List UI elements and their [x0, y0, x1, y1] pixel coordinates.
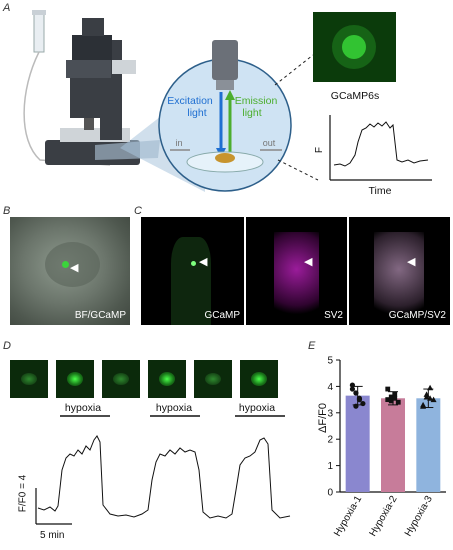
calcium-trace [37, 435, 291, 519]
f-axis-label: F [314, 147, 325, 153]
y-tick-label: 2 [327, 435, 333, 446]
fluorescence-trace [333, 121, 429, 167]
cell-cluster [45, 242, 100, 287]
gcamp-channel-image: ◀ GCaMP [141, 217, 244, 325]
y-tick-label: 3 [327, 408, 333, 419]
bf-gcamp-label: BF/GCaMP [74, 310, 126, 321]
frame-2 [56, 360, 94, 398]
frame-1 [10, 360, 48, 398]
bar-2 [381, 398, 405, 492]
data-point [427, 384, 434, 391]
panel-label-c: C [134, 205, 142, 217]
data-point [353, 390, 359, 396]
x-tick-label-1: Hypoxia-1 [332, 494, 364, 539]
excitation-label-2: light [187, 107, 206, 119]
data-point [388, 394, 394, 400]
arrowhead-icon: ◀ [199, 256, 208, 268]
frame-6 [240, 360, 278, 398]
panel-label-a: A [3, 2, 11, 14]
data-point [392, 391, 398, 397]
excitation-label-1: Excitation [167, 95, 213, 107]
objective-lens [212, 40, 238, 80]
y-tick-label: 4 [327, 382, 333, 393]
data-point [385, 397, 391, 402]
gcamp6s-label: GCaMP6s [331, 90, 379, 102]
x-tick-label-2: Hypoxia-2 [368, 494, 400, 539]
data-point [427, 395, 434, 401]
emission-label-1: Emission [235, 95, 278, 107]
arrowhead-icon: ◀ [304, 256, 313, 268]
scale-x-label: 5 min [40, 530, 65, 541]
y-tick-label: 5 [327, 356, 333, 367]
syringe [33, 13, 45, 53]
y-tick-label: 1 [327, 461, 333, 472]
merge-label: GCaMP/SV2 [388, 310, 446, 321]
data-point [392, 395, 398, 401]
panel-label-e: E [308, 340, 316, 352]
data-point [349, 382, 356, 388]
y-tick-label: 0 [327, 488, 333, 499]
arrowhead-icon: ◀ [407, 256, 416, 268]
calcium-trace-plot [35, 415, 291, 525]
scale-y-label: F/F0 = 4 [17, 474, 29, 513]
in-label: in [175, 138, 182, 148]
data-point [423, 393, 430, 400]
frame-3 [102, 360, 140, 398]
data-point [360, 400, 366, 407]
time-axis-label: Time [369, 185, 392, 197]
sv2-label: SV2 [324, 310, 343, 321]
out-label: out [263, 138, 276, 148]
data-point [356, 397, 363, 403]
hypoxia-label-1: hypoxia [64, 402, 102, 414]
panel-label-d: D [3, 340, 11, 352]
frame-4 [148, 360, 186, 398]
bf-gcamp-image: ◀ BF/GCaMP [10, 217, 130, 325]
microscope-schematic: Excitation light Emission light in out G… [23, 10, 432, 197]
emission-label-2: light [242, 107, 261, 119]
data-point [395, 399, 401, 405]
panel-label-b: B [3, 205, 11, 217]
gcamp-spot [62, 261, 69, 268]
bar-3 [416, 398, 441, 492]
sv2-channel-image: ◀ SV2 [246, 217, 347, 325]
data-point [349, 386, 356, 392]
data-point [388, 398, 394, 404]
x-tick-label-3: Hypoxia-3 [403, 494, 435, 539]
hypoxia-label-2: hypoxia [155, 402, 193, 414]
data-point [353, 403, 359, 409]
merge-channel-image: ◀ GCaMP/SV2 [349, 217, 450, 325]
bar-1 [345, 395, 370, 492]
data-point [385, 386, 391, 392]
data-point [420, 403, 427, 409]
hypoxia-label-3: hypoxia [238, 402, 276, 414]
gcamp-label: GCaMP [204, 310, 240, 321]
frame-5 [194, 360, 232, 398]
arrowhead-icon: ◀ [70, 262, 79, 274]
